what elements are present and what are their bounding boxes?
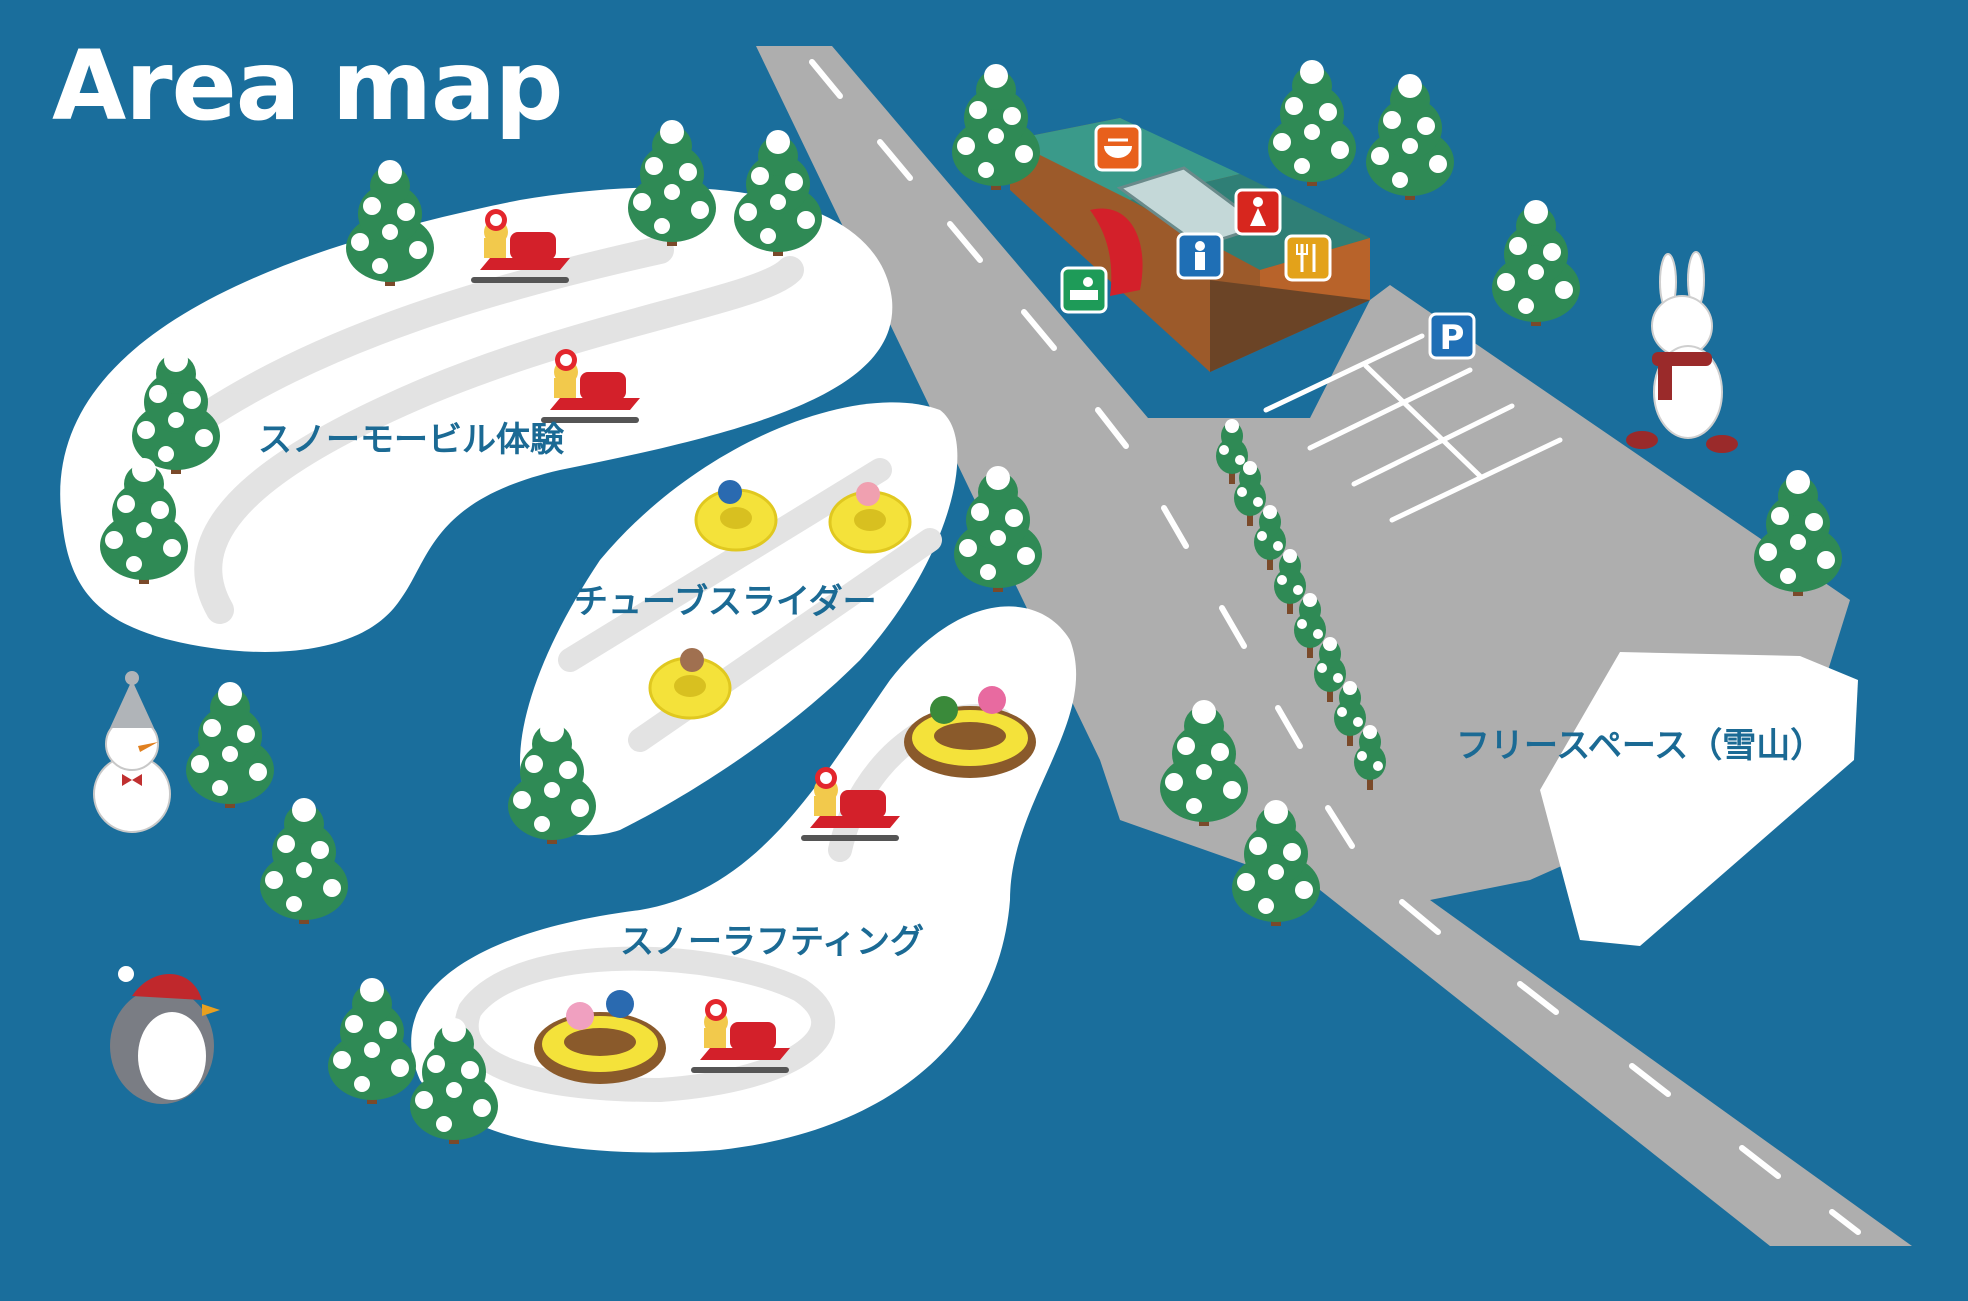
map-title: Area map: [52, 30, 563, 142]
tube-slider-area-label: チューブスライダー: [574, 582, 877, 622]
penguin-character: [110, 966, 220, 1104]
food-bowl-icon: [1094, 124, 1142, 172]
free-space-snow: [1540, 652, 1858, 946]
rabbit-character: [1626, 251, 1738, 453]
free-space-area-label: フリースペース（雪山）: [1456, 726, 1825, 766]
snow-rafting-area-label: スノーラフティング: [620, 922, 924, 962]
womens-restroom-icon: [1234, 188, 1282, 236]
parking-icon: P: [1428, 312, 1476, 360]
mens-restroom-icon: [1176, 232, 1224, 280]
snowman-character: [93, 671, 171, 833]
raft-figures: [534, 686, 1036, 1084]
snowmobile-area-label: スノーモービル体験: [258, 420, 564, 460]
snowmobile-area: [60, 187, 893, 652]
tube-figures: [648, 480, 912, 720]
reception-icon: [1060, 266, 1108, 314]
parking-label: P: [1440, 318, 1465, 358]
restaurant-icon: [1284, 234, 1332, 282]
